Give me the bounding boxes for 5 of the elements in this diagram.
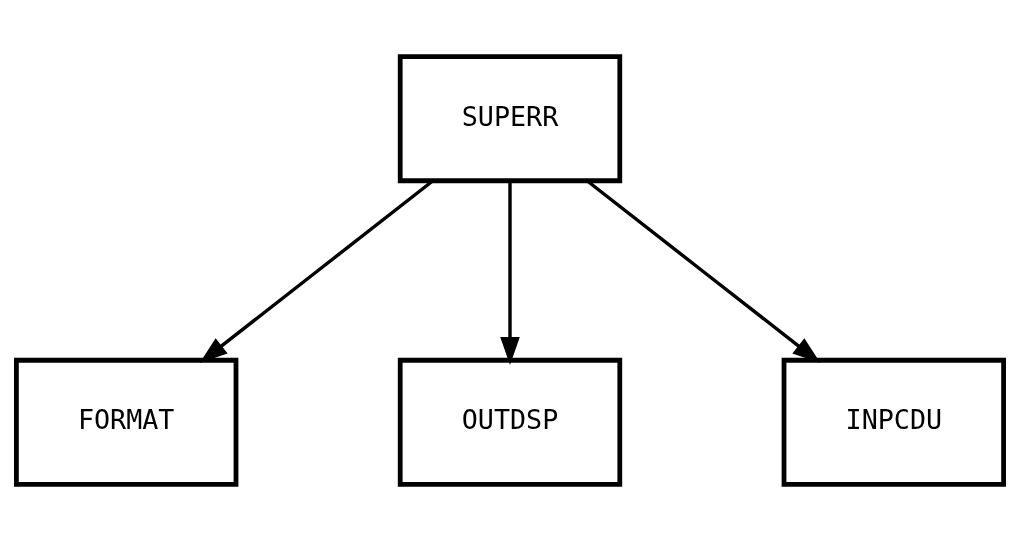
node-box: OUTDSP: [397, 357, 623, 487]
arrow: [500, 180, 520, 365]
node-box: INPCDU: [781, 357, 1006, 487]
node-box: FORMAT: [14, 357, 239, 487]
node-box: SUPERR: [397, 53, 623, 183]
